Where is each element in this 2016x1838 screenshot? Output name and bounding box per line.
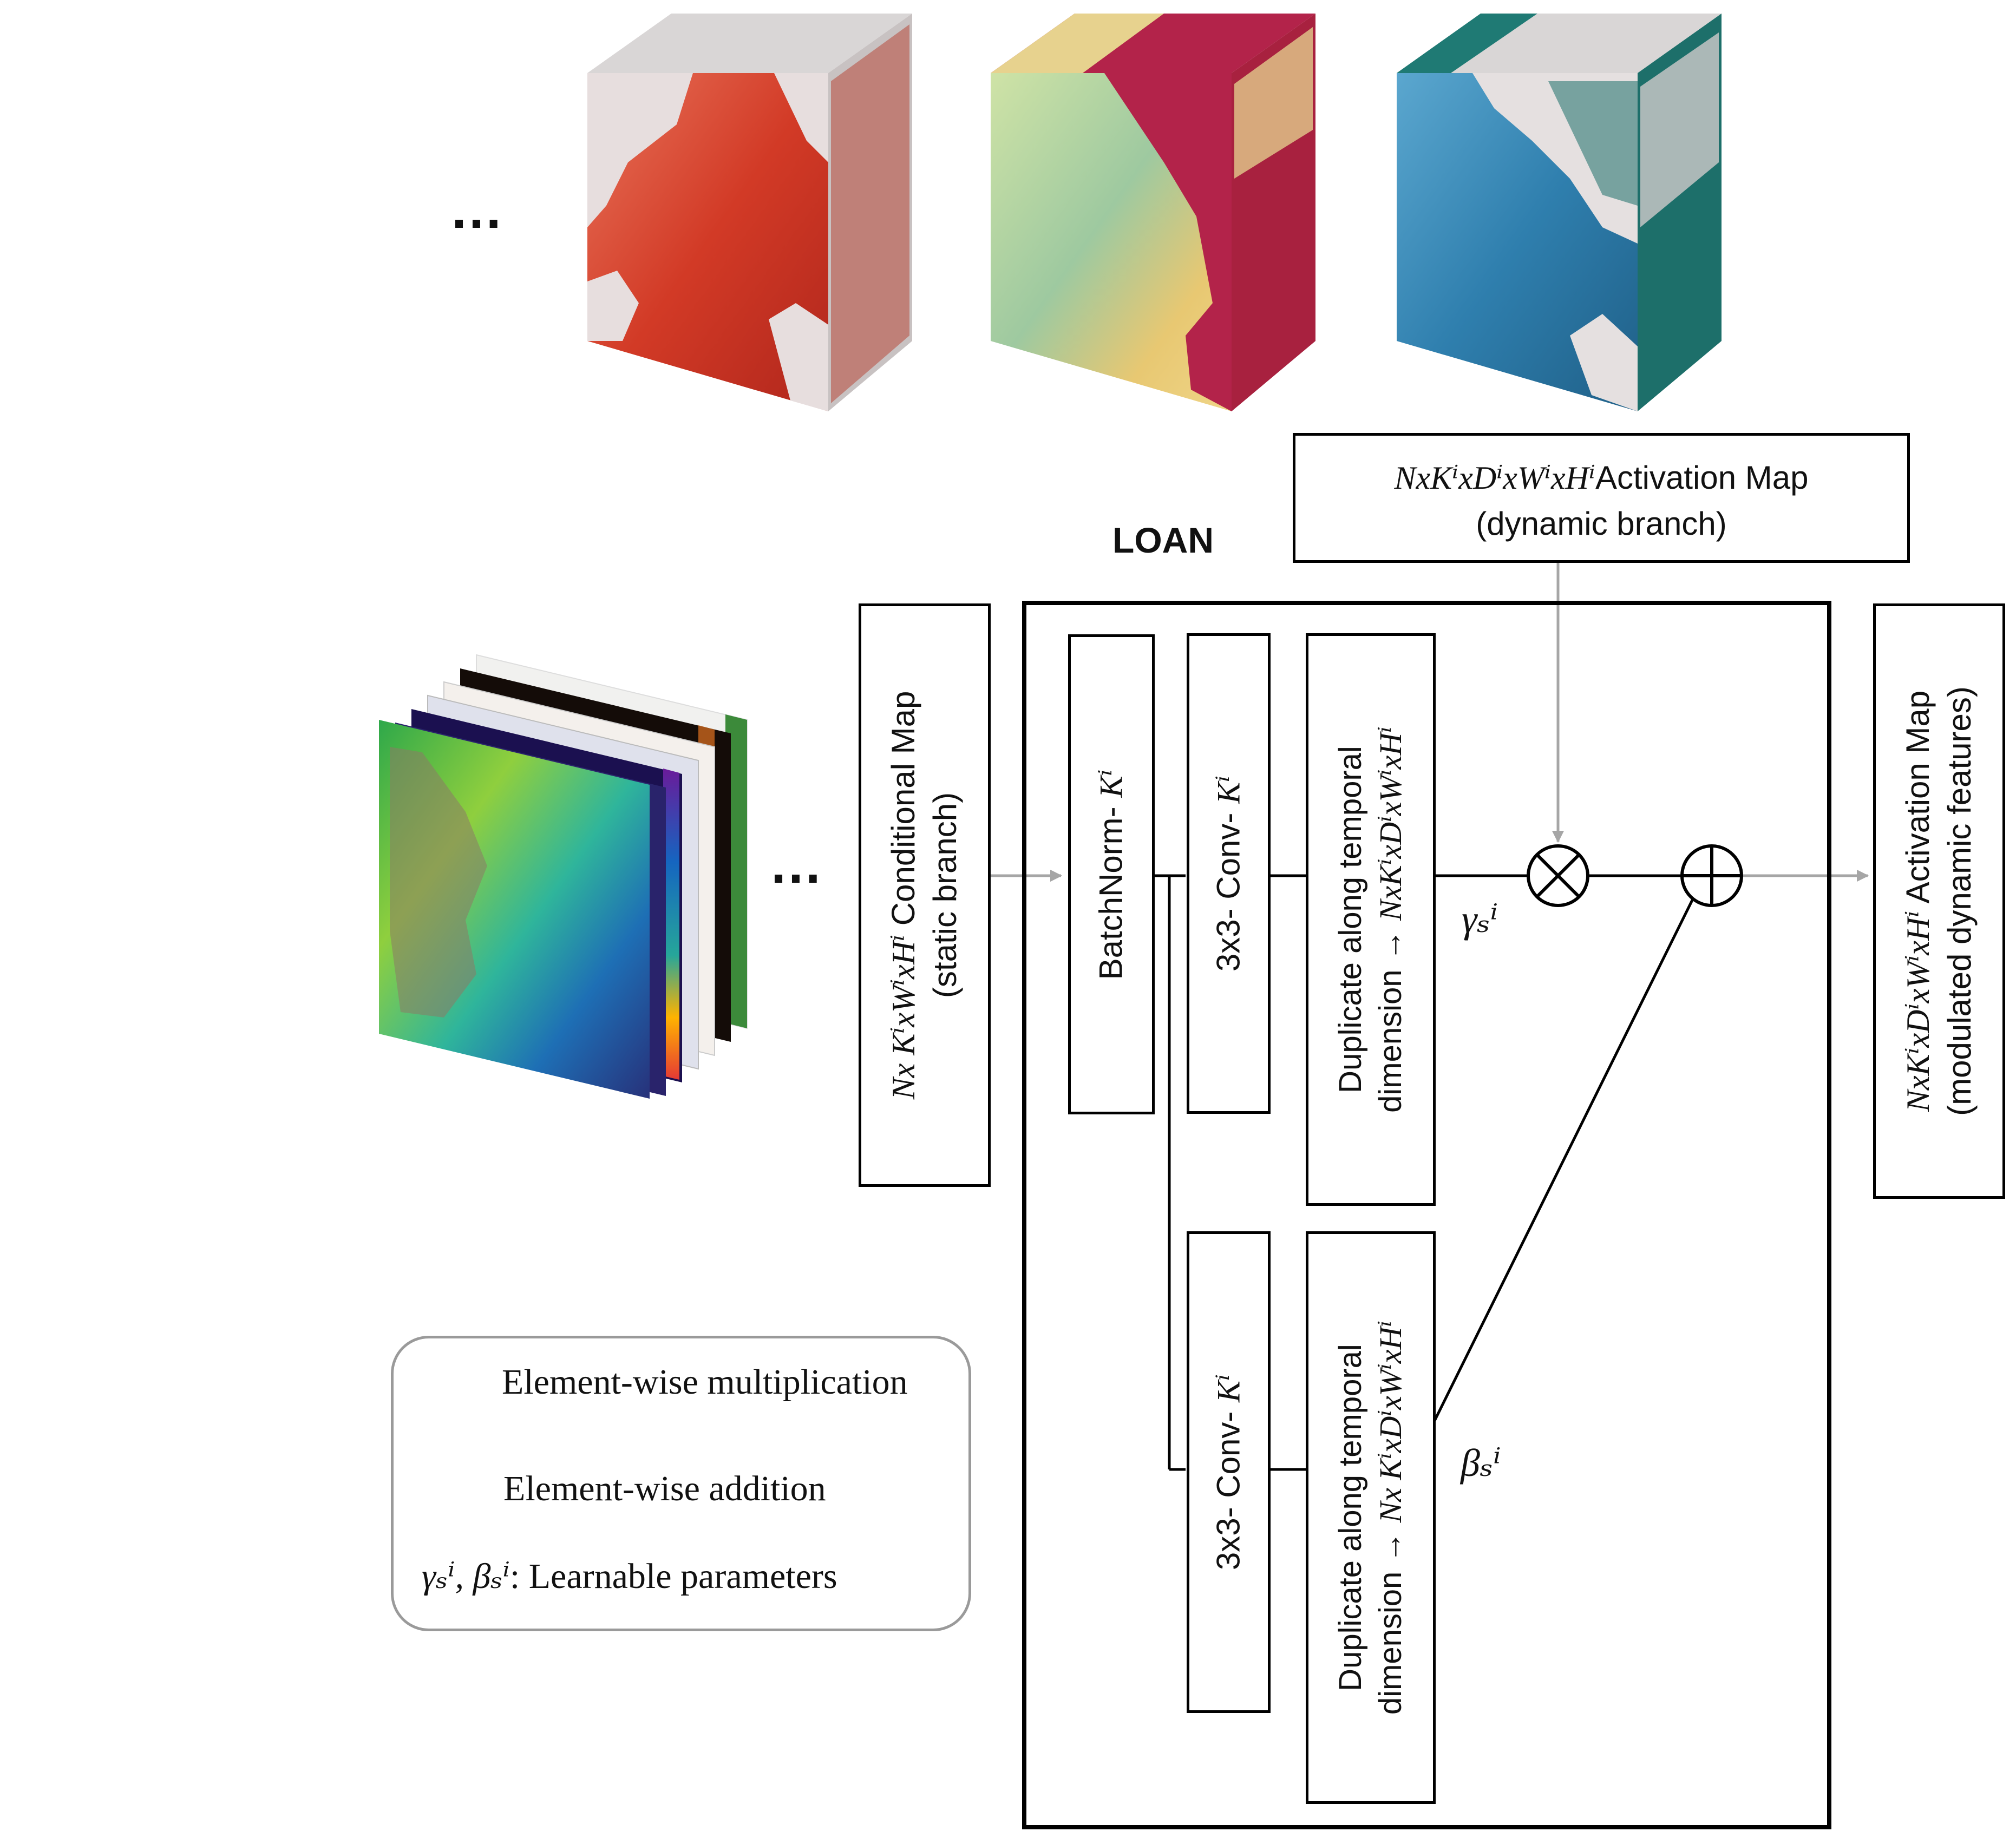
duplicate-gamma-line1: Duplicate along temporal <box>1332 746 1368 1093</box>
legend-params-text: : Learnable parameters <box>509 1557 837 1596</box>
batchnorm-math: Kⁱ <box>1093 769 1129 798</box>
multiply-operator-icon <box>1527 844 1589 907</box>
legend-add-label: Element-wise addition <box>503 1469 826 1508</box>
dynamic-box-subtitle: (dynamic branch) <box>1476 506 1727 542</box>
duplicate-gamma-block: Duplicate along temporal dimension → NxK… <box>1306 633 1436 1206</box>
legend: Element-wise multiplication Element-wise… <box>391 1336 971 1631</box>
beta-param-label: βₛⁱ <box>1461 1441 1501 1485</box>
duplicate-beta-line2-text: dimension → <box>1373 1531 1408 1715</box>
duplicate-beta-line1: Duplicate along temporal <box>1332 1344 1368 1691</box>
output-box-subtitle: (modulated dynamic features) <box>1941 686 1978 1116</box>
conv-gamma-block: 3x3- Conv- Kⁱ <box>1187 633 1271 1114</box>
static-map-stack <box>379 654 748 1099</box>
conv-gamma-math: Kⁱ <box>1210 775 1247 804</box>
ellipsis-top: … <box>449 179 503 240</box>
legend-params-math: γₛⁱ, βₛⁱ <box>422 1557 510 1596</box>
duplicate-beta-line2-math: Nx KⁱxDⁱxWⁱxHⁱ <box>1373 1320 1408 1523</box>
duplicate-gamma-line2-text: dimension → <box>1373 929 1408 1113</box>
conv-beta-math: Kⁱ <box>1210 1374 1247 1402</box>
loan-module-frame <box>1022 601 1831 1829</box>
ellipsis-middle: … <box>769 834 823 895</box>
output-activation-box: NxKⁱxDⁱxWⁱxHⁱ Activation Map (modulated … <box>1873 603 2005 1199</box>
duplicate-beta-block: Duplicate along temporal dimension → Nx … <box>1306 1231 1436 1804</box>
connectors <box>991 560 1869 1471</box>
legend-multiply-label: Element-wise multiplication <box>502 1362 908 1402</box>
cube-moisture <box>1397 14 1722 411</box>
batchnorm-block: BatchNorm- Kⁱ <box>1068 634 1155 1114</box>
gamma-param-label: γₛⁱ <box>1462 897 1498 941</box>
static-box-subtitle: (static branch) <box>927 792 963 999</box>
cube-temperature <box>587 14 912 411</box>
dynamic-box-text: Activation Map <box>1595 459 1809 496</box>
static-box-text: Conditional Map <box>885 691 922 926</box>
conv-beta-block: 3x3- Conv- Kⁱ <box>1187 1231 1271 1713</box>
legend-params: γₛⁱ, βₛⁱ: Learnable parameters <box>422 1555 837 1597</box>
static-branch-box: Nx KⁱxWⁱxHⁱ Conditional Map (static bran… <box>859 603 991 1187</box>
output-box-math: NxKⁱxDⁱxWⁱxHⁱ <box>1900 910 1936 1112</box>
cube-vegetation <box>991 14 1315 411</box>
loan-title: LOAN <box>1112 520 1214 560</box>
add-operator-icon <box>1680 844 1743 907</box>
output-box-text: Activation Map <box>1900 690 1936 904</box>
conv-beta-label: 3x3- Conv- <box>1210 1411 1247 1571</box>
conv-gamma-label: 3x3- Conv- <box>1210 812 1247 972</box>
batchnorm-label: BatchNorm- <box>1092 806 1129 980</box>
dynamic-branch-box: NxKⁱxDⁱxWⁱxHⁱActivation Map (dynamic bra… <box>1293 433 1910 563</box>
duplicate-gamma-line2-math: NxKⁱxDⁱxWⁱxHⁱ <box>1373 726 1408 921</box>
dynamic-box-math: NxKⁱxDⁱxWⁱxHⁱ <box>1394 460 1595 496</box>
static-box-math: Nx KⁱxWⁱxHⁱ <box>886 934 922 1100</box>
